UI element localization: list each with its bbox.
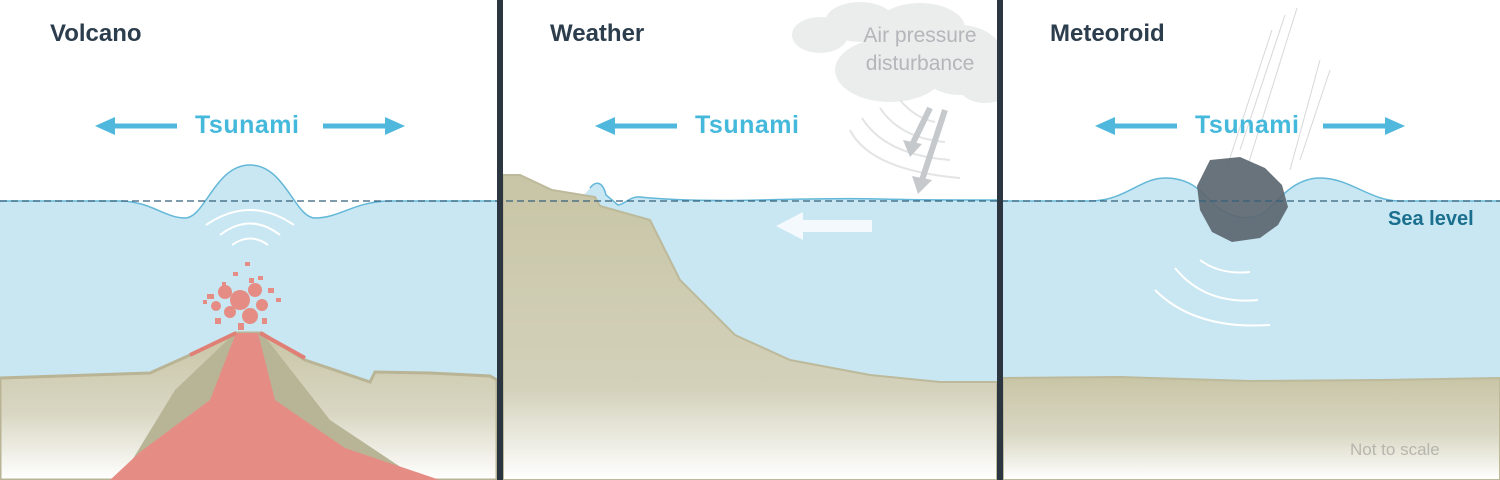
- meteoroid-shock-rings: [1154, 259, 1271, 327]
- meteoroid-tsunami-arrows: [1095, 117, 1405, 135]
- meteoroid-panel: [1003, 7, 1500, 480]
- magma-rim: [189, 331, 306, 360]
- current-arrow: [776, 212, 872, 240]
- pressure-arrows: [903, 106, 948, 194]
- air-pressure-line-1: Air pressure: [863, 24, 977, 47]
- sea-level-label: Sea level: [1388, 208, 1474, 230]
- weather-cloud: [792, 2, 997, 103]
- volcano-shock-rings: [205, 209, 295, 246]
- air-pressure-line-2: disturbance: [865, 52, 975, 75]
- eruption-debris: [203, 262, 281, 330]
- weather-tsunami-label: Tsunami: [695, 111, 800, 139]
- volcano-tsunami-label: Tsunami: [195, 111, 300, 139]
- weather-tsunami-arrow: [595, 117, 677, 135]
- air-pressure-annotation: Air pressure disturbance: [852, 22, 988, 78]
- panel-divider-1: [497, 0, 503, 480]
- meteoroid-title: Meteoroid: [1050, 20, 1165, 47]
- panel-divider-2: [997, 0, 1003, 480]
- weather-continental-shelf: [503, 174, 997, 480]
- volcano-tsunami-arrows: [95, 117, 405, 135]
- volcano-title: Volcano: [50, 20, 142, 47]
- volcano-wave-line: [0, 164, 497, 219]
- volcano-panel: [0, 164, 497, 480]
- meteoroid-seafloor: [1003, 375, 1500, 480]
- weather-title: Weather: [550, 20, 645, 47]
- meteoroid-tsunami-label: Tsunami: [1195, 111, 1300, 139]
- scale-note: Not to scale: [1350, 440, 1440, 459]
- meteoroid-rock: [1197, 157, 1288, 242]
- magma-body: [110, 333, 440, 480]
- meteoroid-trails: [1225, 7, 1331, 171]
- tsunami-arrows: [95, 117, 1405, 135]
